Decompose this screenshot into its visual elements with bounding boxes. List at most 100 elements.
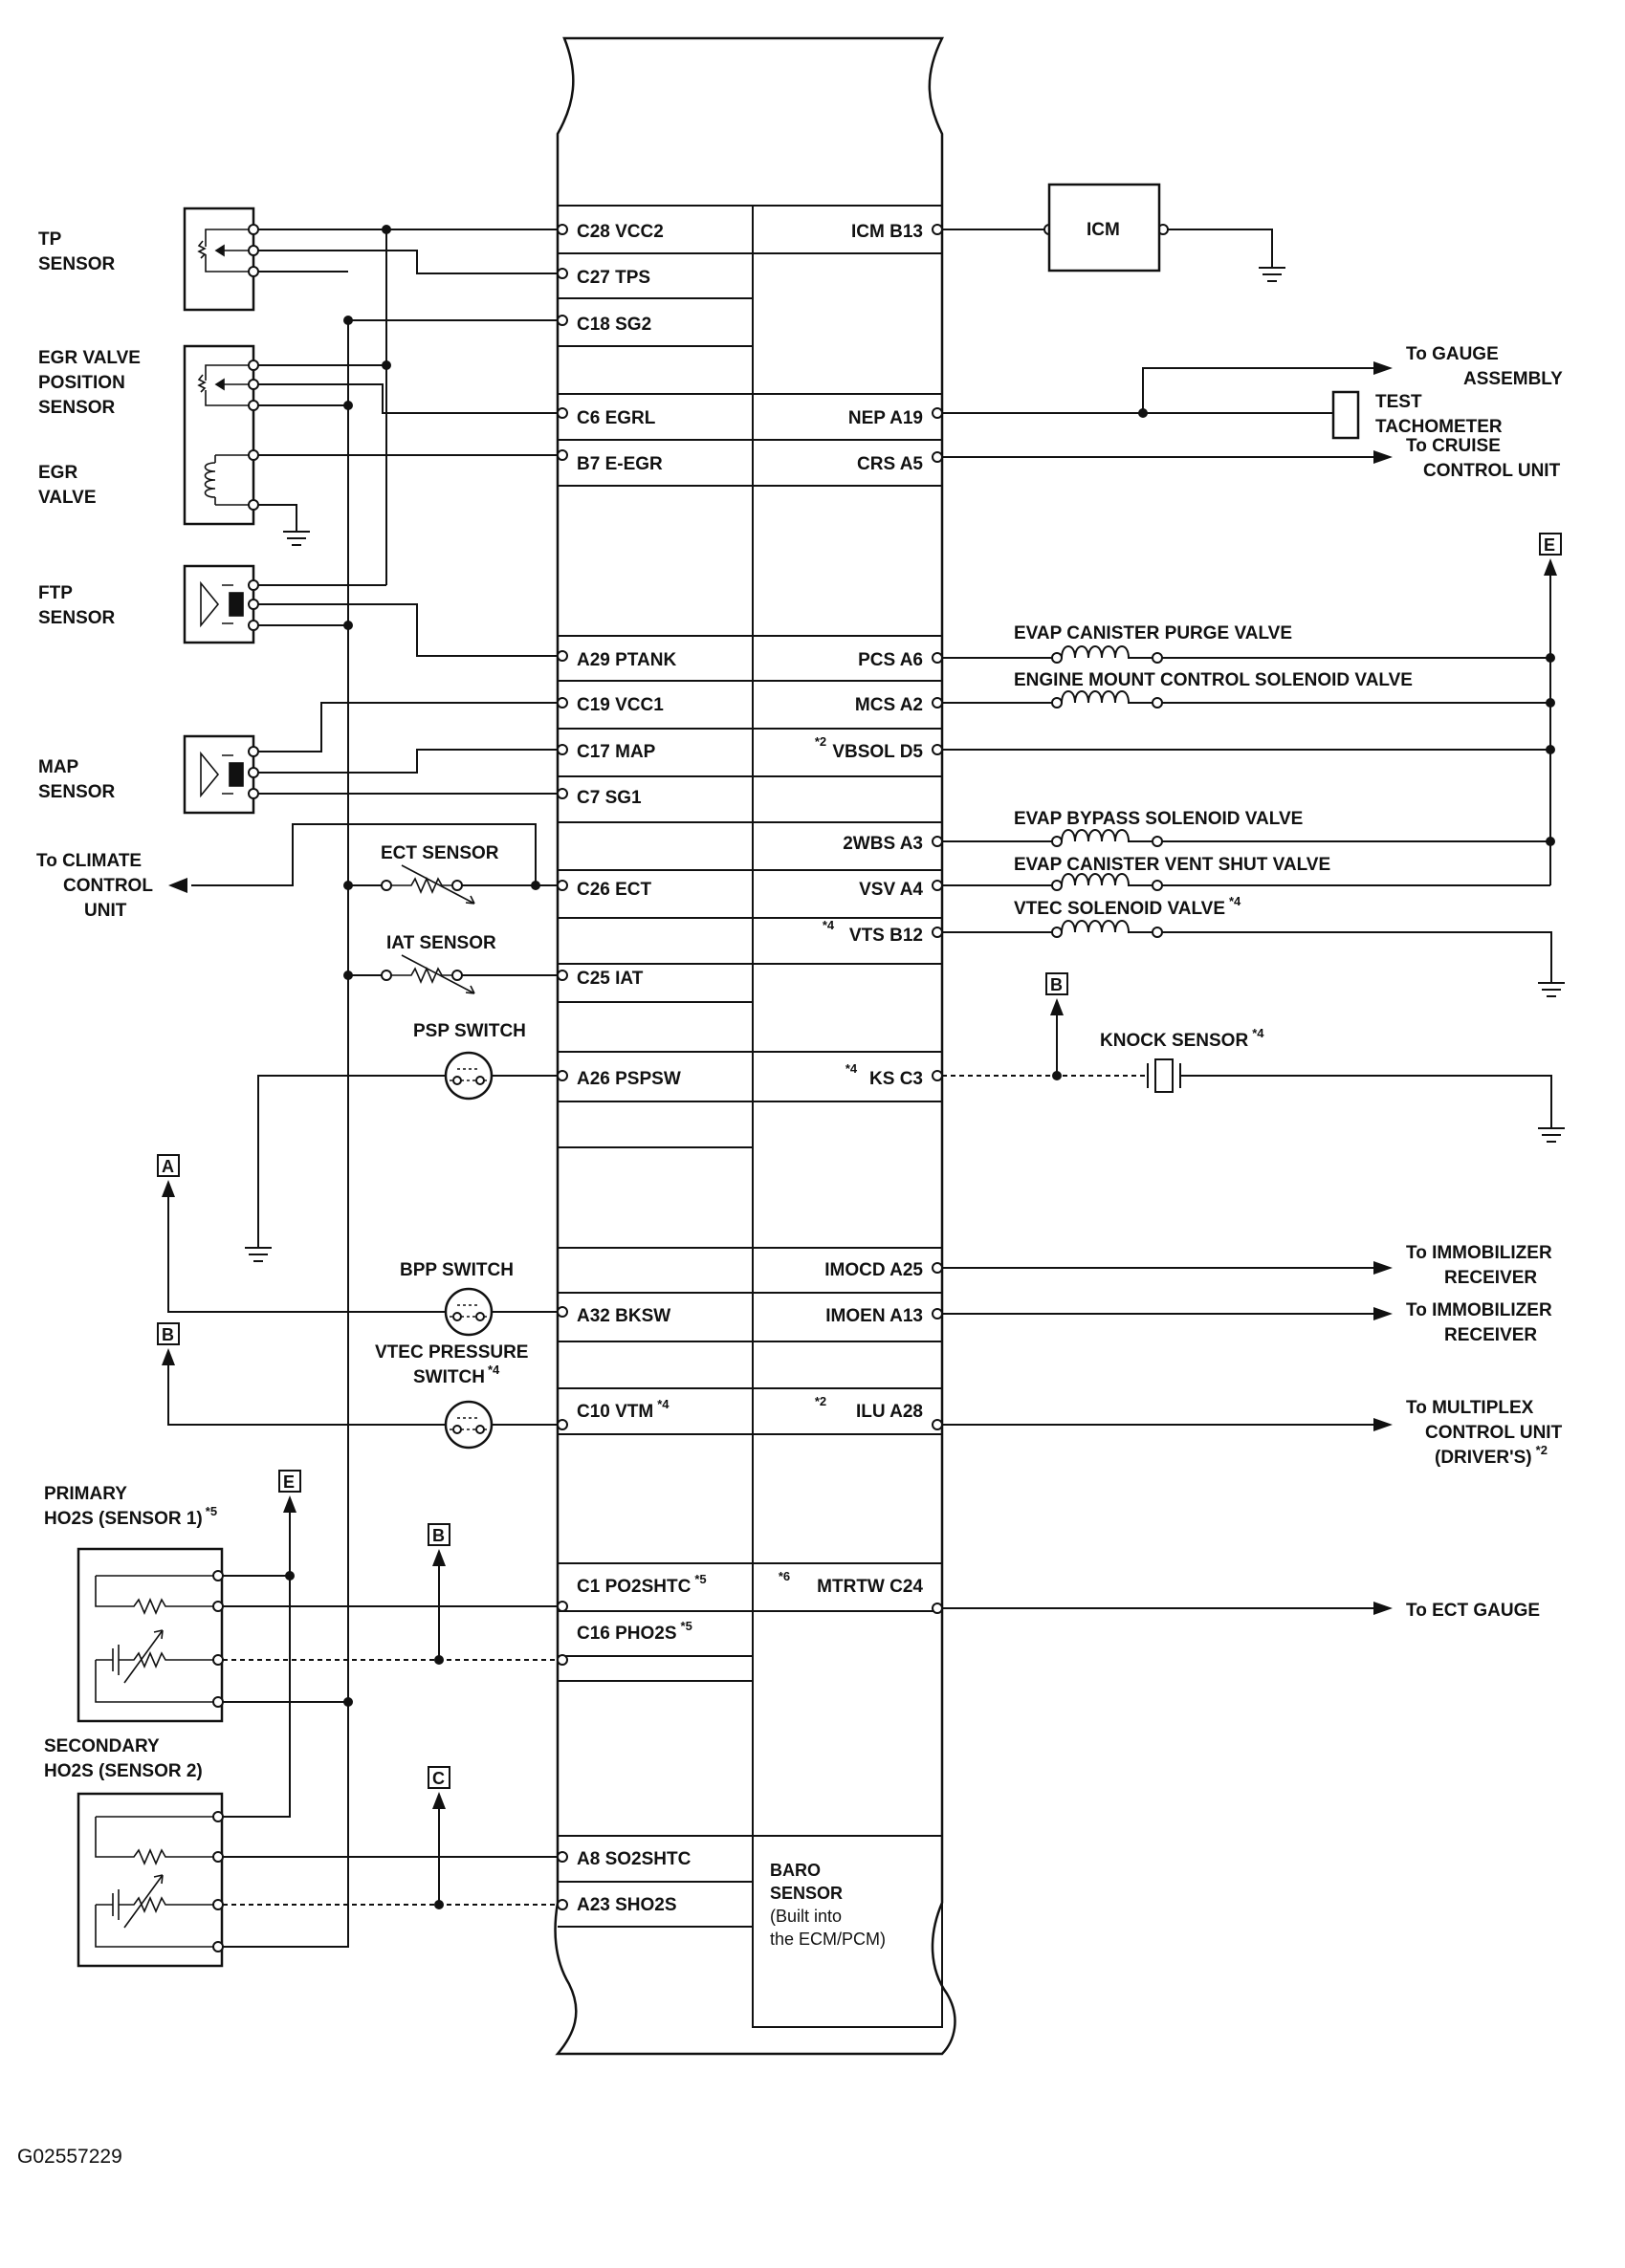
to-climate-control-unit: To CLIMATE CONTROL UNIT xyxy=(36,851,153,921)
right-pin-labels: ICM B13 NEP A19 CRS A5 PCS A6 MCS A2 VBS… xyxy=(779,222,924,1597)
svg-text:A: A xyxy=(162,1157,174,1176)
map-wires xyxy=(258,702,558,795)
svg-text:C: C xyxy=(432,1769,445,1788)
right-pin-rows xyxy=(752,205,943,2028)
pin-b12-note: *4 xyxy=(823,918,835,932)
to-immobilizer-receiver-1: To IMMOBILIZER RECEIVER xyxy=(932,1243,1552,1288)
egr-valve-position-sensor: EGR VALVE POSITION SENSOR EGR VALVE xyxy=(38,344,259,526)
ftp-sensor: FTP SENSOR xyxy=(38,564,259,644)
svg-text:To IMMOBILIZER: To IMMOBILIZER xyxy=(1406,1243,1552,1263)
svg-text:POSITION: POSITION xyxy=(38,373,125,393)
vtec-pressure-wire-b xyxy=(167,1362,446,1426)
vtec-pressure-switch: VTEC PRESSURE SWITCH*4 xyxy=(375,1342,568,1450)
connector-c: C xyxy=(428,1766,450,1789)
svg-text:CONTROL UNIT: CONTROL UNIT xyxy=(1423,461,1561,481)
svg-text:EGR: EGR xyxy=(38,463,77,483)
pin-c25: C25 IAT xyxy=(577,969,644,989)
svg-text:HO2S (SENSOR 2): HO2S (SENSOR 2) xyxy=(44,1761,203,1781)
pin-c28: C28 VCC2 xyxy=(577,222,664,242)
svg-text:RECEIVER: RECEIVER xyxy=(1444,1268,1537,1288)
pin-a4: VSV A4 xyxy=(859,880,923,900)
secondary-ho2s: SECONDARY HO2S (SENSOR 2) xyxy=(44,1736,224,1968)
ect-sensor: ECT SENSOR xyxy=(343,843,568,905)
svg-text:EVAP BYPASS SOLENOID VALVE: EVAP BYPASS SOLENOID VALVE xyxy=(1014,809,1303,829)
figure-id: G02557229 xyxy=(17,2146,122,2168)
svg-text:B: B xyxy=(162,1325,174,1344)
svg-text:SECONDARY: SECONDARY xyxy=(44,1736,160,1756)
pin-c26: C26 ECT xyxy=(577,880,652,900)
to-immobilizer-receiver-2: To IMMOBILIZER RECEIVER xyxy=(932,1300,1552,1345)
svg-text:SENSOR: SENSOR xyxy=(38,254,116,274)
engine-mount-control-solenoid-valve: ENGINE MOUNT CONTROL SOLENOID VALVE xyxy=(932,670,1555,709)
pin-c27: C27 TPS xyxy=(577,268,650,288)
pin-a3: 2WBS A3 xyxy=(843,834,923,854)
svg-text:TACHOMETER: TACHOMETER xyxy=(1375,417,1503,437)
svg-text:HO2S (SENSOR 1)*5: HO2S (SENSOR 1)*5 xyxy=(44,1504,217,1529)
primary-ho2s-wires xyxy=(223,1605,558,1703)
connector-e-right: E xyxy=(1539,533,1562,556)
tp-sensor-wires xyxy=(258,229,558,321)
climate-arrow xyxy=(168,878,187,893)
svg-text:PSP SWITCH: PSP SWITCH xyxy=(413,1021,526,1041)
tp-sensor: TP SENSOR xyxy=(38,207,259,312)
pin-a25: IMOCD A25 xyxy=(824,1260,923,1280)
evap-canister-vent-shut-valve: EVAP CANISTER VENT SHUT VALVE xyxy=(932,855,1550,891)
secondary-ho2s-wires xyxy=(223,1576,558,1948)
pin-c7: C7 SG1 xyxy=(577,788,642,808)
connector-b-mid: B xyxy=(428,1523,450,1546)
connector-a: A xyxy=(157,1154,180,1177)
psp-switch: PSP SWITCH xyxy=(245,1021,568,1262)
pin-a19: NEP A19 xyxy=(848,408,923,428)
icm: ICM xyxy=(932,183,1285,282)
pin-c18: C18 SG2 xyxy=(577,315,651,335)
connector-e-left-top: E xyxy=(278,1470,301,1493)
primary-ho2s: PRIMARY HO2S (SENSOR 1)*5 xyxy=(44,1484,224,1723)
svg-text:IAT SENSOR: IAT SENSOR xyxy=(386,933,496,953)
svg-text:To CLIMATE: To CLIMATE xyxy=(36,851,142,871)
egr-wires xyxy=(258,364,558,532)
svg-text:To CRUISE: To CRUISE xyxy=(1406,436,1501,456)
pin-a28: ILU A28 xyxy=(856,1402,923,1422)
pin-a5: CRS A5 xyxy=(857,454,923,474)
pin-c1: C1 PO2SHTC*5 xyxy=(577,1572,707,1597)
knock-sensor: B KNOCK SENSOR*4 xyxy=(932,972,1565,1143)
pin-a13: IMOEN A13 xyxy=(825,1306,923,1326)
pin-c17: C17 MAP xyxy=(577,742,656,762)
svg-text:ECT SENSOR: ECT SENSOR xyxy=(381,843,499,863)
vtec-solenoid-valve: VTEC SOLENOID VALVE*4 xyxy=(932,894,1565,997)
svg-text:VTEC PRESSURE: VTEC PRESSURE xyxy=(375,1342,528,1363)
vbsol-wire xyxy=(932,744,1555,755)
connector-b-right: B xyxy=(1045,972,1068,995)
svg-text:MAP: MAP xyxy=(38,757,79,777)
left-pin-labels: C28 VCC2 C27 TPS C18 SG2 C6 EGRL B7 E-EG… xyxy=(577,222,707,1915)
svg-text:PRIMARY: PRIMARY xyxy=(44,1484,127,1504)
pin-a6: PCS A6 xyxy=(858,650,923,670)
svg-text:BPP SWITCH: BPP SWITCH xyxy=(400,1260,514,1280)
svg-text:VTEC SOLENOID VALVE*4: VTEC SOLENOID VALVE*4 xyxy=(1014,894,1241,919)
svg-text:BARO: BARO xyxy=(770,1861,821,1880)
pin-c3: KS C3 xyxy=(869,1069,923,1089)
svg-text:B: B xyxy=(432,1526,445,1545)
svg-text:FTP: FTP xyxy=(38,583,73,603)
svg-text:E: E xyxy=(1544,535,1555,555)
svg-text:SENSOR: SENSOR xyxy=(38,782,116,802)
evap-bypass-solenoid-valve: EVAP BYPASS SOLENOID VALVE xyxy=(932,809,1555,847)
svg-text:To IMMOBILIZER: To IMMOBILIZER xyxy=(1406,1300,1552,1320)
ftp-wires xyxy=(258,584,558,657)
svg-text:RECEIVER: RECEIVER xyxy=(1444,1325,1537,1345)
pin-a23: A23 SHO2S xyxy=(577,1895,677,1915)
bpp-switch: BPP SWITCH xyxy=(400,1260,568,1337)
pin-d5-note: *2 xyxy=(815,734,826,749)
ecm-pcm-body xyxy=(554,36,956,2056)
baro-sensor-label: BARO SENSOR (Built into the ECM/PCM) xyxy=(770,1861,886,1949)
svg-text:(Built into: (Built into xyxy=(770,1907,842,1926)
pin-c6: C6 EGRL xyxy=(577,408,656,428)
egr-ground xyxy=(283,531,310,546)
svg-text:To MULTIPLEX: To MULTIPLEX xyxy=(1406,1398,1534,1418)
svg-text:ENGINE MOUNT CONTROL SOLENOID: ENGINE MOUNT CONTROL SOLENOID VALVE xyxy=(1014,670,1413,690)
to-multiplex-control-unit: To MULTIPLEX CONTROL UNIT (DRIVER'S)*2 xyxy=(932,1398,1563,1468)
pin-a2: MCS A2 xyxy=(855,695,923,715)
svg-text:CONTROL UNIT: CONTROL UNIT xyxy=(1425,1423,1563,1443)
pin-a32: A32 BKSW xyxy=(577,1306,670,1326)
